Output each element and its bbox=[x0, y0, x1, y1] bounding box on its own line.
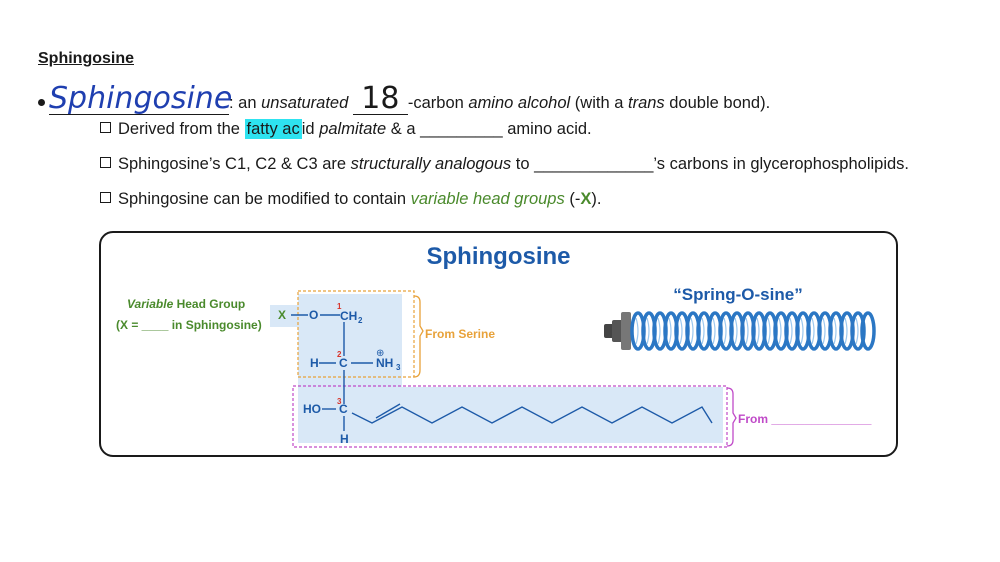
atom-h-bottom: H bbox=[340, 432, 349, 446]
atom-nh3: NH bbox=[376, 356, 393, 370]
variable-x: X bbox=[580, 190, 592, 208]
text: amino acid. bbox=[502, 120, 592, 138]
atom-nh3-sub: 3 bbox=[396, 363, 401, 372]
variable-word: Variable bbox=[127, 297, 174, 311]
charge-plus-icon: ⊕ bbox=[376, 348, 384, 359]
palmitate-bracket bbox=[726, 387, 737, 447]
checkbox-icon bbox=[100, 192, 111, 203]
checkbox-icon bbox=[100, 122, 111, 133]
headgroup-shade bbox=[270, 305, 298, 327]
text: Sphingosine’s C1, C2 & C3 are bbox=[118, 155, 351, 173]
text: : an bbox=[229, 94, 262, 112]
sub-item-2: Sphingosine’s C1, C2 & C3 are structural… bbox=[100, 155, 909, 174]
text: double bond). bbox=[664, 94, 771, 112]
fill-blank: _____________ bbox=[534, 155, 654, 173]
sub-item-3: Sphingosine can be modified to contain v… bbox=[100, 190, 601, 209]
carbon-number-3: 3 bbox=[337, 397, 342, 406]
text: (with a bbox=[570, 94, 628, 112]
atom-x: X bbox=[278, 308, 286, 322]
section-heading: Sphingosine bbox=[38, 50, 134, 67]
text: (- bbox=[564, 190, 581, 208]
serine-bracket bbox=[413, 295, 424, 378]
carbon-number-2: 2 bbox=[337, 350, 342, 359]
spring-o-sine-title: “Spring-O-sine” bbox=[673, 285, 802, 304]
spring-icon bbox=[604, 311, 876, 351]
from-blank-label: From _______________ bbox=[738, 412, 872, 426]
handwritten-term: Sphingosine bbox=[49, 81, 233, 116]
atom-c2: C bbox=[339, 356, 348, 370]
palmitate-shade bbox=[298, 387, 723, 443]
text: ). bbox=[591, 190, 602, 208]
palmitate-dashed-box bbox=[292, 385, 728, 448]
text-italic: palmitate bbox=[319, 120, 387, 138]
variable-head-group-label: Variable Head Group bbox=[127, 297, 245, 311]
atom-ch2: CH bbox=[340, 309, 357, 323]
text-italic: unsaturated bbox=[261, 94, 349, 112]
panel-title: Sphingosine bbox=[426, 243, 571, 270]
handwritten-number: 18 bbox=[361, 81, 400, 116]
text: id bbox=[301, 120, 320, 138]
text: & a bbox=[386, 120, 421, 138]
bullet-dot bbox=[38, 99, 45, 106]
atom-c3: C bbox=[339, 402, 348, 416]
x-definition-label: (X = ____ in Sphingosine) bbox=[116, 318, 262, 332]
atom-o: O bbox=[309, 308, 318, 322]
atom-ho: HO bbox=[303, 402, 321, 416]
text: Sphingosine can be modified to contain bbox=[118, 190, 411, 208]
serine-shade bbox=[298, 294, 402, 387]
text: ’s carbons in glycerophospholipids. bbox=[653, 155, 910, 173]
text: Derived from the bbox=[118, 120, 245, 138]
text: -carbon bbox=[407, 94, 469, 112]
fill-blank: _________ bbox=[420, 120, 503, 138]
text: to bbox=[511, 155, 535, 173]
bullet-line: Sphingosine: an unsaturated 18 -carbon am… bbox=[38, 84, 770, 115]
text-green-italic: variable head groups bbox=[410, 190, 565, 208]
handwritten-blank-term: Sphingosine bbox=[49, 81, 233, 116]
text-italic: amino alcohol bbox=[468, 94, 571, 112]
from-serine-label: From Serine bbox=[425, 327, 495, 341]
text-italic: structurally analogous bbox=[350, 155, 512, 173]
serine-dashed-box bbox=[297, 290, 415, 378]
text-italic: trans bbox=[627, 94, 665, 112]
sphingosine-panel: Sphingosine bbox=[99, 231, 898, 457]
highlighted-text: fatty ac bbox=[244, 119, 302, 139]
atom-ch2-sub: 2 bbox=[358, 316, 363, 325]
bonds bbox=[291, 314, 713, 431]
carbon-number-1: 1 bbox=[337, 302, 342, 311]
handwritten-blank-number: 18 bbox=[352, 81, 408, 116]
head-group-word: Head Group bbox=[173, 297, 245, 311]
atom-h-left: H bbox=[310, 356, 319, 370]
checkbox-icon bbox=[100, 157, 111, 168]
